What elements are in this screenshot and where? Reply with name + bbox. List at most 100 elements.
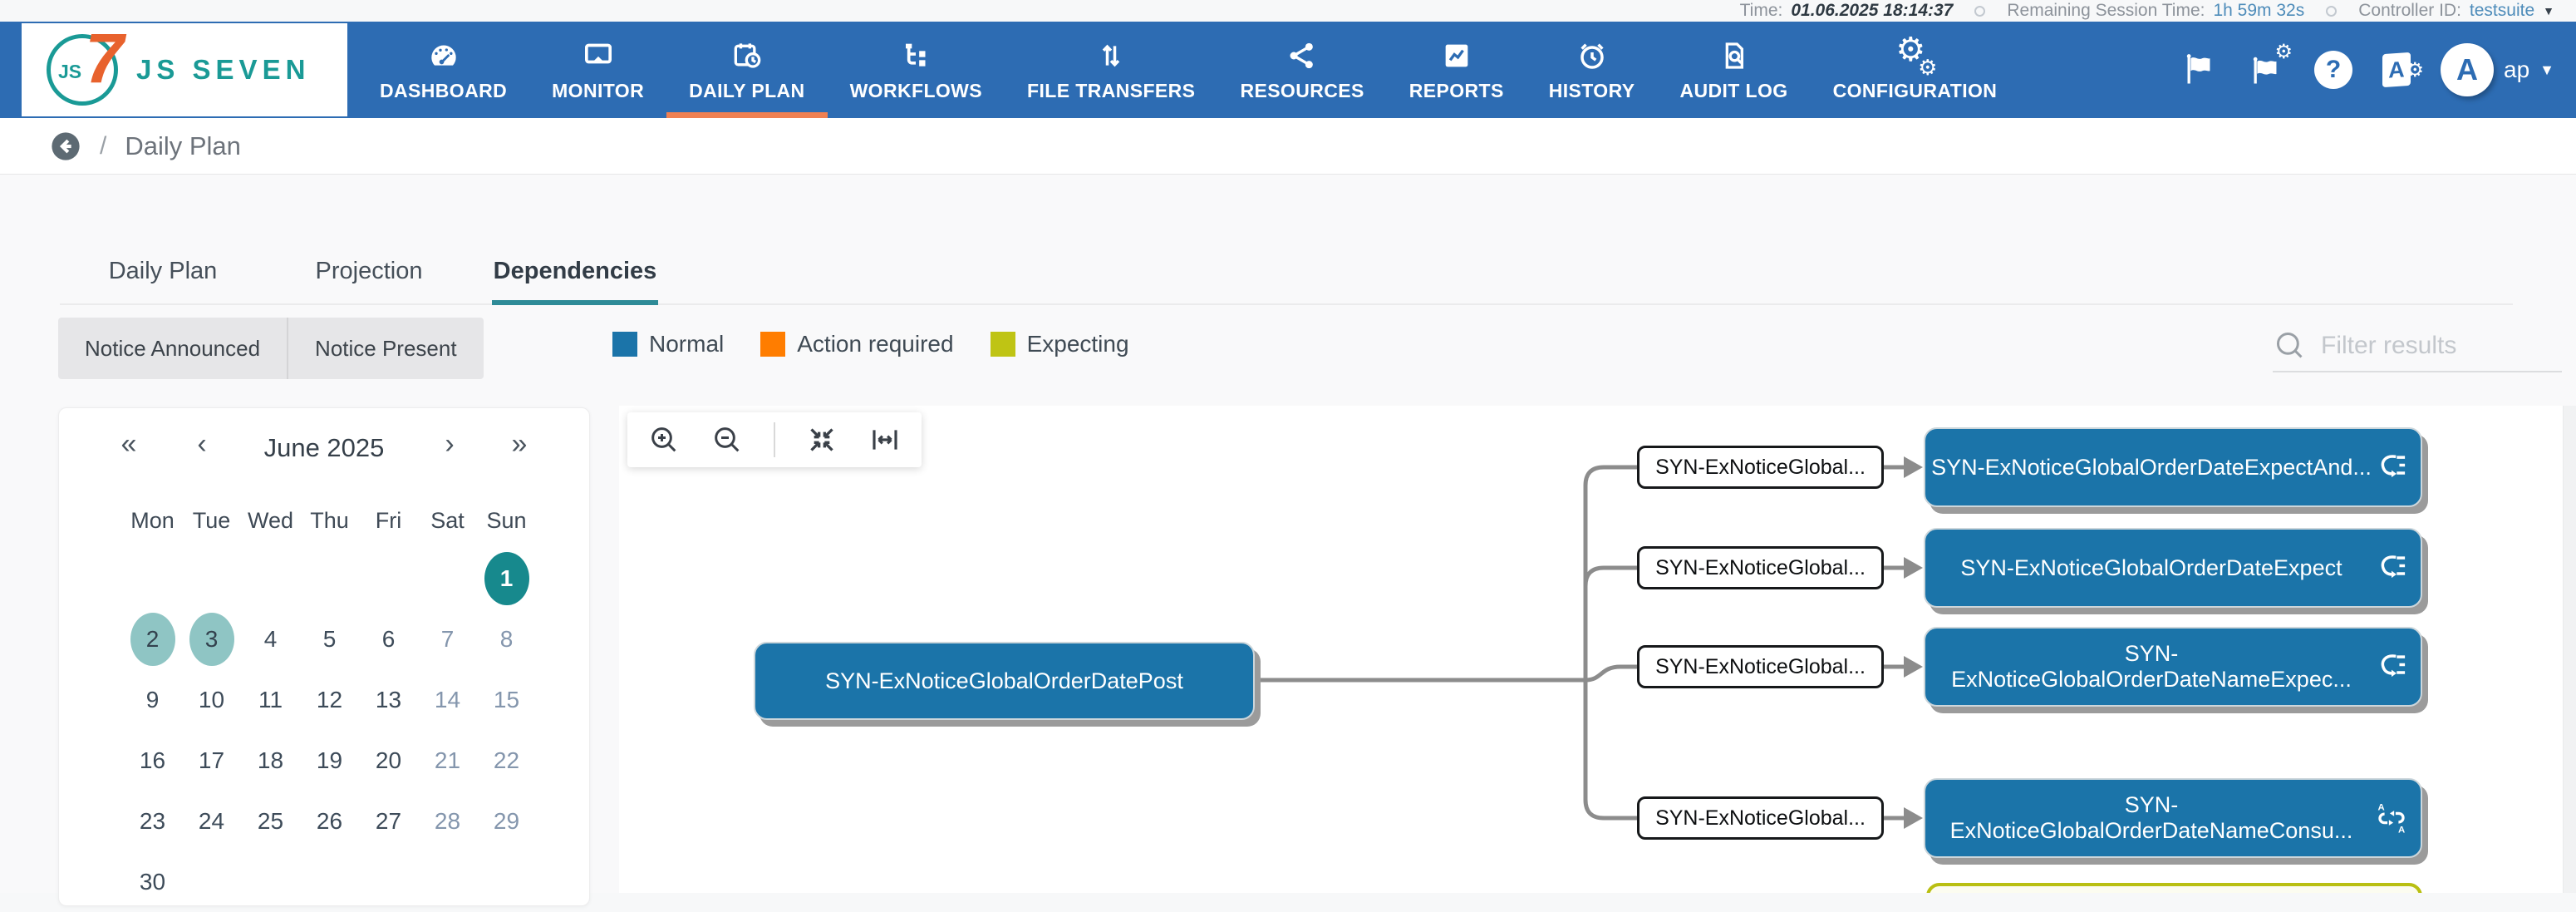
nav-item-dashboard[interactable]: DASHBOARD	[357, 22, 529, 118]
calendar-day-20[interactable]: 20	[359, 730, 418, 791]
user-menu[interactable]: A ap ▼	[2441, 43, 2554, 96]
graph-node-partial[interactable]	[1926, 883, 2422, 893]
graph-node-mid-2[interactable]: SYN-ExNoticeGlobal...	[1637, 546, 1884, 589]
legend-item-normal: Normal	[612, 331, 724, 357]
calendar-day-14[interactable]: 14	[418, 669, 477, 730]
nav-item-daily-plan[interactable]: DAILY PLAN	[666, 22, 827, 118]
nav-label: AUDIT LOG	[1679, 80, 1787, 102]
chevron-down-icon: ▼	[2543, 5, 2554, 17]
filter-input[interactable]	[2321, 332, 2545, 360]
nav-item-resources[interactable]: RESOURCES	[1217, 22, 1386, 118]
calendar-day-19[interactable]: 19	[300, 730, 359, 791]
calendar-day-2[interactable]: 2	[123, 609, 182, 669]
calendar-next-month-button[interactable]: ›	[431, 428, 468, 461]
calendar-day-12[interactable]: 12	[300, 669, 359, 730]
calendar-day-6[interactable]: 6	[359, 609, 418, 669]
graph-node-mid-1[interactable]: SYN-ExNoticeGlobal...	[1637, 446, 1884, 489]
fit-width-button[interactable]	[868, 423, 902, 456]
weekday-tue: Tue	[182, 508, 241, 534]
nav-label: RESOURCES	[1240, 80, 1364, 102]
calendar-day-10[interactable]: 10	[182, 669, 241, 730]
nav-item-monitor[interactable]: MONITOR	[529, 22, 666, 118]
graph-node-mid-3[interactable]: SYN-ExNoticeGlobal...	[1637, 645, 1884, 688]
day-number: 13	[366, 673, 411, 727]
day-number: 25	[248, 795, 293, 848]
flag-icon[interactable]	[2181, 52, 2218, 88]
vertical-scrollbar[interactable]	[2563, 406, 2576, 893]
calendar-day-4[interactable]: 4	[241, 609, 300, 669]
calendar-day-24[interactable]: 24	[182, 791, 241, 851]
controller-selector[interactable]: Controller ID: testsuite ▼	[2358, 1, 2554, 21]
day-number: 24	[189, 795, 234, 848]
nav-item-configuration[interactable]: ⚙⚙CONFIGURATION	[1811, 22, 2020, 118]
filter-box	[2273, 321, 2562, 372]
flag-settings-icon[interactable]: ⚙	[2248, 52, 2284, 88]
calendar-day-15[interactable]: 15	[477, 669, 536, 730]
calendar-day-30[interactable]: 30	[123, 851, 182, 912]
calendar-day-3[interactable]: 3	[182, 609, 241, 669]
calendar-day-29[interactable]: 29	[477, 791, 536, 851]
controller-label: Controller ID:	[2358, 1, 2461, 21]
nav-item-reports[interactable]: REPORTS	[1387, 22, 1526, 118]
chart-icon	[1440, 37, 1473, 72]
calendar-day-1[interactable]: 1	[477, 548, 536, 609]
calendar-day-7[interactable]: 7	[418, 609, 477, 669]
calendar-day-11[interactable]: 11	[241, 669, 300, 730]
tab-daily-plan[interactable]: Daily Plan	[60, 239, 266, 303]
node-label: SYN-ExNoticeGlobal...	[1655, 655, 1866, 679]
day-number: 20	[366, 734, 411, 787]
calendar-day-23[interactable]: 23	[123, 791, 182, 851]
consume-notices-icon: AA	[2374, 801, 2409, 836]
calendar-day-13[interactable]: 13	[359, 669, 418, 730]
help-icon[interactable]: ?	[2314, 51, 2352, 89]
dependency-graph: SYN-ExNoticeGlobalOrderDatePost SYN-ExNo…	[619, 406, 2563, 893]
node-label: SYN-ExNoticeGlobalOrderDateNameExpec...	[1925, 641, 2421, 693]
legend: Normal Action required Expecting	[612, 331, 1129, 357]
session-value: 1h 59m 32s	[2213, 1, 2304, 21]
notice-announced-button[interactable]: Notice Announced	[58, 318, 287, 379]
calendar-day-21[interactable]: 21	[418, 730, 477, 791]
notice-present-button[interactable]: Notice Present	[287, 318, 484, 379]
day-number: 18	[248, 734, 293, 787]
calendar-day-26[interactable]: 26	[300, 791, 359, 851]
calendar-next-year-button[interactable]: »	[501, 428, 538, 461]
calendar-day-25[interactable]: 25	[241, 791, 300, 851]
collapse-button[interactable]	[805, 423, 838, 456]
graph-node-end-4[interactable]: SYN-ExNoticeGlobalOrderDateNameConsu...A…	[1924, 778, 2422, 858]
expect-notices-icon	[2374, 649, 2409, 684]
calendar-day-9[interactable]: 9	[123, 669, 182, 730]
day-number: 14	[425, 673, 470, 727]
content: Daily PlanProjectionDependencies Notice …	[0, 175, 2576, 893]
graph-node-root[interactable]: SYN-ExNoticeGlobalOrderDatePost	[754, 642, 1255, 720]
app-logo[interactable]: JS 7 JS SEVEN	[22, 23, 347, 116]
calendar-day-17[interactable]: 17	[182, 730, 241, 791]
day-number: 9	[130, 673, 175, 727]
graph-node-end-1[interactable]: SYN-ExNoticeGlobalOrderDateExpectAnd...	[1924, 427, 2422, 507]
tab-projection[interactable]: Projection	[266, 239, 472, 303]
calendar-day-27[interactable]: 27	[359, 791, 418, 851]
status-time: Time: 01.06.2025 18:14:37	[1740, 1, 1954, 21]
day-number: 5	[307, 613, 352, 666]
nav-item-history[interactable]: HISTORY	[1526, 22, 1658, 118]
zoom-out-button[interactable]	[710, 423, 744, 456]
calendar-day-18[interactable]: 18	[241, 730, 300, 791]
nav-item-audit-log[interactable]: AUDIT LOG	[1657, 22, 1810, 118]
calendar-day-8[interactable]: 8	[477, 609, 536, 669]
calendar: « ‹ June 2025 › » MonTueWedThuFriSatSun …	[58, 407, 590, 906]
legend-item-action-required: Action required	[760, 331, 953, 357]
calendar-day-28[interactable]: 28	[418, 791, 477, 851]
legend-item-expecting: Expecting	[991, 331, 1129, 357]
calendar-day-5[interactable]: 5	[300, 609, 359, 669]
graph-node-end-3[interactable]: SYN-ExNoticeGlobalOrderDateNameExpec...	[1924, 627, 2422, 707]
graph-node-mid-4[interactable]: SYN-ExNoticeGlobal...	[1637, 796, 1884, 840]
calendar-day-16[interactable]: 16	[123, 730, 182, 791]
calendar-day-22[interactable]: 22	[477, 730, 536, 791]
legend-label: Action required	[797, 331, 953, 357]
graph-node-end-2[interactable]: SYN-ExNoticeGlobalOrderDateExpect	[1924, 528, 2422, 608]
back-button[interactable]	[50, 131, 81, 162]
language-icon[interactable]: A ⚙	[2382, 53, 2411, 86]
zoom-in-button[interactable]	[647, 423, 681, 456]
tab-dependencies[interactable]: Dependencies	[472, 239, 678, 303]
nav-item-file-transfers[interactable]: FILE TRANSFERS	[1005, 22, 1217, 118]
nav-item-workflows[interactable]: WORKFLOWS	[828, 22, 1005, 118]
